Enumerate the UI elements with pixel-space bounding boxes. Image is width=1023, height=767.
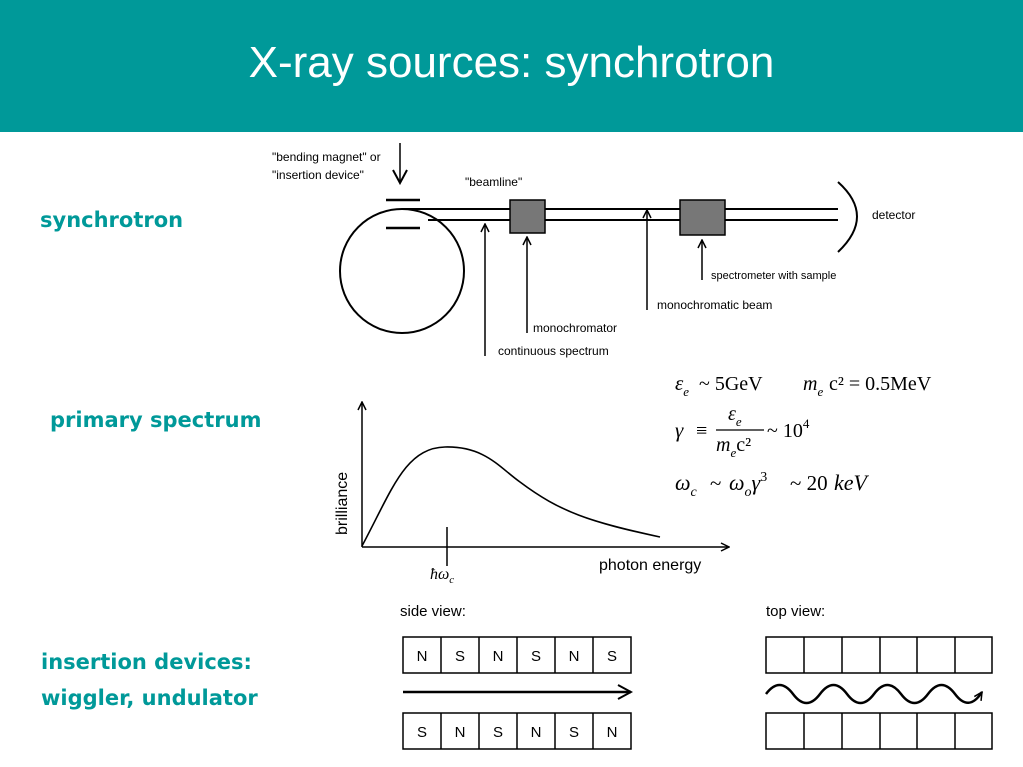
pole-bottom-2: N xyxy=(455,724,466,741)
eq2-denominator: mec² xyxy=(716,434,751,460)
detector-arc xyxy=(837,181,858,253)
pole-bottom-1: S xyxy=(417,724,427,741)
beamline-label: "beamline" xyxy=(465,175,522,189)
continuous-label: continuous spectrum xyxy=(498,344,609,358)
eq3-omega-o: ωoγ3 xyxy=(729,470,767,500)
undulator-wave-arrow xyxy=(765,683,984,705)
detector-label: detector xyxy=(872,208,915,222)
pole-top-4: S xyxy=(531,648,541,665)
top-view-lower-row xyxy=(765,712,993,750)
monochromator-label: monochromator xyxy=(533,321,617,335)
pole-bottom-5: S xyxy=(569,724,579,741)
spectrometer-box xyxy=(679,199,726,236)
section-wiggler-undulator: wiggler, undulator xyxy=(41,686,258,710)
eq1-value: ~ 5GeV xyxy=(699,373,763,395)
pole-top-5: N xyxy=(569,648,580,665)
side-view-label: side view: xyxy=(400,603,466,620)
monochromator-box xyxy=(509,199,546,234)
pole-top-2: S xyxy=(455,648,465,665)
eq2-approx: ~ 104 xyxy=(767,416,810,442)
synchrotron-diagram: "bending magnet" or "insertion device" "… xyxy=(272,143,915,358)
eq2-numerator: εe xyxy=(728,403,742,429)
magnet-label-1: "bending magnet" or xyxy=(272,150,381,164)
eq1-energy: εe xyxy=(675,371,689,399)
section-primary-spectrum: primary spectrum xyxy=(50,408,262,432)
equations: εe ~ 5GeV me c² = 0.5MeV γ ≡ εe mec² ~ 1… xyxy=(675,371,932,500)
section-insertion-devices: insertion devices: xyxy=(41,650,252,674)
pole-top-3: N xyxy=(493,648,504,665)
mono-beam-label: monochromatic beam xyxy=(657,298,772,312)
eq1-c: c² = 0.5MeV xyxy=(829,373,932,395)
insertion-devices: side view: top view: N S N S N S S N S N… xyxy=(400,603,993,750)
pole-top-6: S xyxy=(607,648,617,665)
section-synchrotron: synchrotron xyxy=(40,208,184,232)
x-axis-label: photon energy xyxy=(599,557,701,574)
spectrum-plot: ħωc photon energy brilliance xyxy=(334,402,729,586)
spectrum-curve xyxy=(361,446,661,547)
pole-bottom-6: N xyxy=(607,724,618,741)
magnet-label-2: "insertion device" xyxy=(272,168,364,182)
title-bar xyxy=(0,0,1023,132)
eq2-gamma: γ xyxy=(675,418,684,442)
eq2-equiv: ≡ xyxy=(696,420,707,442)
spectrometer-label: spectrometer with sample xyxy=(711,270,836,282)
eq1-mass: me xyxy=(803,373,823,399)
critical-energy-label: ħωc xyxy=(430,566,454,586)
pole-bottom-3: S xyxy=(493,724,503,741)
top-view-upper-row xyxy=(765,636,993,674)
page-title: X-ray sources: synchrotron xyxy=(248,38,775,87)
top-view-label: top view: xyxy=(766,603,825,620)
pole-bottom-4: N xyxy=(531,724,542,741)
y-axis-label: brilliance xyxy=(334,472,351,535)
eq3-value: ~ 20 xyxy=(790,471,828,495)
eq3-omega-c: ωc xyxy=(675,470,698,500)
eq3-tilde: ~ xyxy=(710,471,721,495)
eq3-unit: keV xyxy=(834,470,870,495)
pole-top-1: N xyxy=(417,648,428,665)
